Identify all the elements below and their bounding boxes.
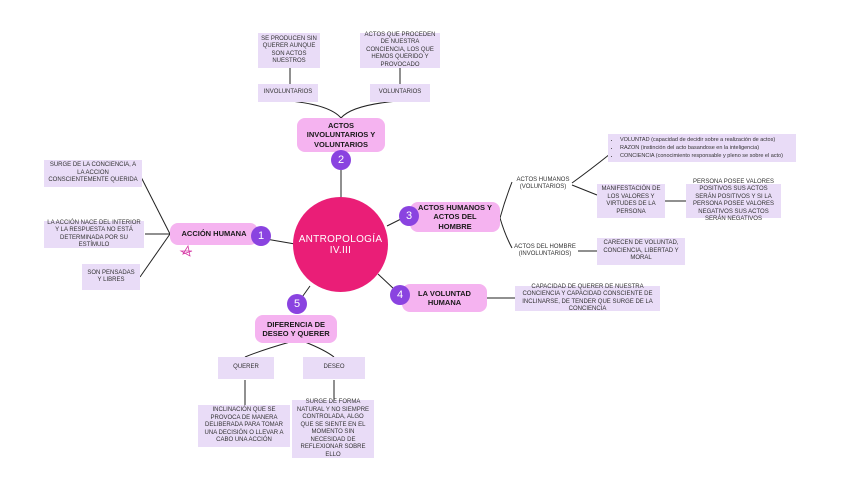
note-pensadas-libres: SON PENSADAS Y LIBRES (82, 264, 140, 290)
branch-number-2: 2 (331, 150, 351, 170)
branch-number-1: 1 (251, 226, 271, 246)
central-topic: ANTROPOLOGÍA IV.III (293, 197, 388, 292)
note-manifestacion-valores: MANIFESTACIÓN DE LOS VALORES Y VIRTUDES … (597, 184, 665, 218)
branch-title: ACCIÓN HUMANA (181, 229, 247, 239)
list-item: VOLUNTAD (capacidad de decidir sobre a r… (620, 137, 792, 144)
note-surge-conciencia: SURGE DE LA CONCIENCIA, A LA ACCION CONS… (44, 160, 142, 187)
branch-number-3: 3 (399, 206, 419, 226)
branch-actos-humanos-hombre[interactable]: ACTOS HUMANOS Y ACTOS DEL HOMBRE (410, 202, 500, 232)
note-voluntarios-desc: ACTOS QUE PROCEDEN DE NUESTRA CONCIENCIA… (360, 32, 440, 68)
node-actos-humanos[interactable]: ACTOS HUMANOS (VOLUNTARIOS) (516, 176, 570, 191)
branch-title: LA VOLUNTAD HUMANA (418, 288, 471, 307)
branch-number-5: 5 (287, 294, 307, 314)
central-topic-title: ANTROPOLOGÍA (298, 233, 383, 245)
note-deseo-desc: SURGE DE FORMA NATURAL Y NO SIEMPRE CONT… (292, 399, 374, 458)
list-item: RAZON (instinción del acto basandose en … (620, 145, 792, 152)
node-voluntarios[interactable]: VOLUNTARIOS (370, 84, 430, 102)
node-querer[interactable]: QUERER (218, 357, 274, 379)
list-humanos-components: VOLUNTAD (capacidad de decidir sobre a r… (608, 134, 796, 162)
node-actos-hombre[interactable]: ACTOS DEL HOMBRE (INVOLUNTARIOS) (514, 243, 576, 258)
note-querer-desc: INCLINACIÓN QUE SE PROVOCA DE MANERA DEL… (198, 405, 290, 447)
branch-number-4: 4 (390, 285, 410, 305)
branch-actos-involuntarios-voluntarios[interactable]: ACTOS INVOLUNTARIOS Y VOLUNTARIOS (297, 118, 385, 152)
node-deseo[interactable]: DESEO (303, 357, 365, 379)
branch-deseo-querer[interactable]: DIFERENCIA DE DESEO Y QUERER (255, 315, 337, 343)
note-involuntarios-desc: SE PRODUCEN SIN QUERER AUNQUE SON ACTOS … (258, 33, 320, 68)
branch-title: DIFERENCIA DE DESEO Y QUERER (262, 319, 330, 338)
note-carecen: CARECEN DE VOLUNTAD, CONCIENCIA, LIBERTA… (597, 238, 685, 265)
node-involuntarios[interactable]: INVOLUNTARIOS (258, 84, 318, 102)
note-persona-valores: PERSONA POSEE VALORES POSITIVOS SUS ACTO… (686, 179, 781, 222)
list-item: CONCIENCIA (conocimiento responsable y p… (620, 153, 792, 160)
branch-title: ACTOS INVOLUNTARIOS Y VOLUNTARIOS (306, 120, 376, 149)
star-doodle-icon (179, 244, 193, 257)
branch-accion-humana[interactable]: ACCIÓN HUMANA (170, 223, 258, 245)
note-voluntad-desc: CAPACIDAD DE QUERER DE NUESTRA CONCIENCI… (515, 284, 660, 312)
central-topic-subtitle: IV.III (329, 244, 352, 256)
branch-title: ACTOS HUMANOS Y ACTOS DEL HOMBRE (418, 202, 492, 231)
note-accion-interior: LA ACCIÓN NACE DEL INTERIOR Y LA RESPUES… (44, 220, 144, 248)
branch-voluntad-humana[interactable]: LA VOLUNTAD HUMANA (402, 284, 487, 312)
